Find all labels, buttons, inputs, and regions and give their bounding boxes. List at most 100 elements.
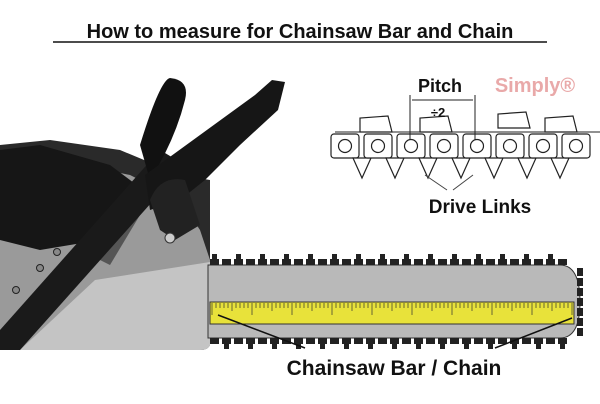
chain-link <box>390 259 399 265</box>
chain-cutter <box>560 343 565 349</box>
rivet <box>436 138 452 154</box>
chain-link <box>498 259 507 265</box>
chain-link <box>577 298 583 306</box>
chain-link <box>522 259 531 265</box>
chain-link <box>462 338 471 344</box>
chain-cutter <box>248 343 253 349</box>
drive-link <box>550 157 570 180</box>
chain-cutter <box>428 254 433 260</box>
chain-link <box>306 259 315 265</box>
chain-cutter <box>524 254 529 260</box>
chain-link <box>474 259 483 265</box>
chain-cutter <box>464 343 469 349</box>
chain-bottom <box>210 338 567 349</box>
chain-link <box>210 338 219 344</box>
drive-link <box>418 157 438 180</box>
chain-link <box>522 338 531 344</box>
pointer-line-left <box>217 314 306 349</box>
chain-link <box>558 338 567 344</box>
chain-link <box>450 259 459 265</box>
pitch-label: Pitch <box>418 76 462 96</box>
chain-link <box>474 338 483 344</box>
chain-cutter <box>284 254 289 260</box>
chain-link <box>498 338 507 344</box>
chain-cutter <box>236 254 241 260</box>
chain-link <box>546 259 555 265</box>
chain-link <box>306 338 315 344</box>
chainsaw-body <box>0 78 285 350</box>
chain-link <box>246 338 255 344</box>
chain-cutter <box>440 343 445 349</box>
chain-link <box>390 338 399 344</box>
chain-link <box>294 338 303 344</box>
drive-link <box>352 157 372 180</box>
chain-link <box>534 259 543 265</box>
chain-links-detail <box>330 111 600 180</box>
chain-link <box>294 259 303 265</box>
chain-link <box>378 259 387 265</box>
measuring-tape <box>209 301 575 325</box>
chain-cutter <box>320 343 325 349</box>
chain-cutter <box>380 254 385 260</box>
chain-link <box>342 338 351 344</box>
chain-link <box>414 338 423 344</box>
chain-cutter <box>488 343 493 349</box>
chain-link <box>354 259 363 265</box>
pitch-diagram: Pitch ÷2 Drive Links Simply® <box>330 75 600 218</box>
chain-link <box>366 338 375 344</box>
drive-link <box>517 157 537 180</box>
chain-link <box>510 259 519 265</box>
chain-link <box>546 338 555 344</box>
chain-top <box>210 254 583 336</box>
pointer-line-right <box>494 317 573 349</box>
chain-cutter <box>332 254 337 260</box>
rivet <box>403 138 419 154</box>
chain-cutter <box>548 254 553 260</box>
chain-link <box>258 259 267 265</box>
chain-link <box>414 259 423 265</box>
chain-link <box>438 259 447 265</box>
chain-cutter <box>368 343 373 349</box>
drive-link-pointer-right <box>452 174 474 191</box>
chain-link <box>486 338 495 344</box>
chain-link <box>318 259 327 265</box>
chain-link <box>426 259 435 265</box>
chain-link <box>577 268 583 276</box>
chain-link <box>210 259 219 265</box>
chain-cutter <box>260 254 265 260</box>
cutter-tooth <box>359 115 393 133</box>
chain-brake <box>140 78 186 180</box>
chain-link <box>402 259 411 265</box>
chain-cutter <box>356 254 361 260</box>
chain-cutter <box>224 343 229 349</box>
chain-link <box>342 259 351 265</box>
chain-link <box>330 338 339 344</box>
chain-link <box>270 338 279 344</box>
chain-link <box>577 288 583 296</box>
chain-link <box>577 328 583 336</box>
bar-chain-label: Chainsaw Bar / Chain <box>287 357 502 380</box>
chain-link <box>234 259 243 265</box>
chain-link <box>450 338 459 344</box>
handle-bar <box>0 150 185 350</box>
chain-link <box>577 308 583 316</box>
rivet <box>469 138 485 154</box>
chain-link <box>486 259 495 265</box>
chainsaw-bar <box>207 254 583 349</box>
chain-cutter <box>452 254 457 260</box>
chain-link <box>222 338 231 344</box>
chain-cutter <box>404 254 409 260</box>
chain-link <box>246 259 255 265</box>
chain-cutter <box>392 343 397 349</box>
rivet <box>568 138 584 154</box>
chain-cutter <box>212 254 217 260</box>
drive-link <box>385 157 405 180</box>
chain-link <box>577 318 583 326</box>
chain-cutter <box>272 343 277 349</box>
chain-link <box>330 259 339 265</box>
chain-link <box>354 338 363 344</box>
ruler-ticks <box>211 303 573 315</box>
chain-link <box>270 259 279 265</box>
chain-cutter <box>512 343 517 349</box>
